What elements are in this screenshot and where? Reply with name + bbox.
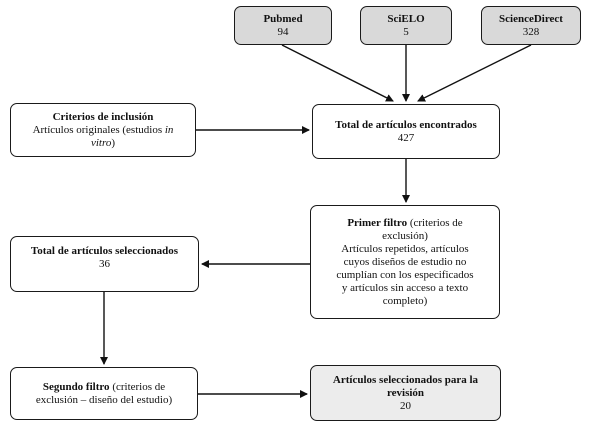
first-filter-box: Primer filtro (criterios de exclusión) A… bbox=[310, 205, 500, 319]
source-box-pubmed: Pubmed 94 bbox=[234, 6, 332, 45]
second-filter-line2: exclusión – diseño del estudio) bbox=[35, 393, 173, 406]
arrow-sciencedirect-to-total bbox=[417, 44, 532, 102]
first-filter-body-line: cumplían con los especificados bbox=[336, 268, 474, 281]
source-count: 94 bbox=[277, 25, 289, 38]
source-name: Pubmed bbox=[263, 12, 303, 25]
source-name: ScienceDirect bbox=[499, 12, 563, 25]
selected-total-box: Total de artículos seleccionados 36 bbox=[10, 236, 199, 292]
inclusion-text-part: ) bbox=[111, 136, 116, 149]
source-count: 5 bbox=[403, 25, 409, 38]
selected-total-count: 36 bbox=[99, 258, 110, 270]
source-name: SciELO bbox=[387, 12, 425, 25]
inclusion-text-part: Artículos originales (estudios bbox=[32, 123, 165, 136]
first-filter-title-suffix: (criterios de bbox=[407, 216, 463, 229]
second-filter-heading: Segundo filtro (criterios de bbox=[43, 381, 165, 394]
source-count: 328 bbox=[522, 25, 540, 38]
final-selection-title-line1: Artículos seleccionados para la bbox=[332, 373, 479, 386]
second-filter-box: Segundo filtro (criterios de exclusión –… bbox=[10, 367, 198, 420]
first-filter-body-line: y artículos sin acceso a texto bbox=[341, 281, 469, 294]
source-box-scielo: SciELO 5 bbox=[360, 6, 452, 45]
second-filter-title: Segundo filtro bbox=[42, 380, 110, 393]
first-filter-body-line: completo) bbox=[382, 294, 428, 307]
inclusion-text-italic: vitro bbox=[90, 136, 112, 149]
total-found-box: Total de artículos encontrados 427 bbox=[312, 104, 500, 159]
inclusion-criteria-text: Artículos originales (estudios in bbox=[33, 124, 174, 137]
first-filter-line2: exclusión) bbox=[382, 229, 428, 242]
total-found-count: 427 bbox=[397, 131, 415, 144]
first-filter-title: Primer filtro bbox=[347, 216, 408, 229]
first-filter-heading: Primer filtro (criterios de bbox=[347, 217, 462, 230]
source-box-sciencedirect: ScienceDirect 328 bbox=[481, 6, 581, 45]
final-selection-box: Artículos seleccionados para la revisión… bbox=[310, 365, 501, 421]
final-selection-title-line2: revisión bbox=[386, 386, 425, 399]
total-found-title: Total de artículos encontrados bbox=[335, 118, 477, 131]
inclusion-criteria-title: Criterios de inclusión bbox=[52, 110, 154, 123]
first-filter-body-line: cuyos diseños de estudio no bbox=[343, 255, 467, 268]
selected-total-title: Total de artículos seleccionados bbox=[30, 245, 179, 257]
second-filter-title-suffix: (criterios de bbox=[109, 380, 166, 393]
inclusion-criteria-box: Criterios de inclusión Artículos origina… bbox=[10, 103, 196, 157]
arrow-pubmed-to-total bbox=[281, 44, 394, 102]
inclusion-criteria-text-cont: vitro) bbox=[91, 137, 115, 150]
final-selection-count: 20 bbox=[400, 399, 411, 412]
inclusion-text-italic: in bbox=[164, 123, 174, 136]
first-filter-body-line: Artículos repetidos, artículos bbox=[341, 242, 469, 255]
